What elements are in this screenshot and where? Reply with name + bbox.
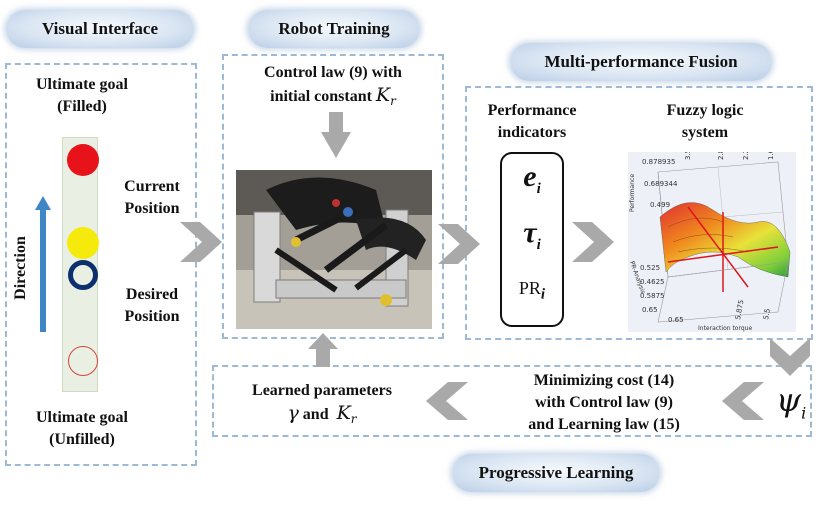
visual-interface-title-text: Visual Interface <box>42 19 158 38</box>
k-symbol: K <box>375 84 391 106</box>
chevron-right-icon-3 <box>572 222 614 262</box>
ultimate-goal-unfilled-line2: (Unfilled) <box>49 431 115 448</box>
plot-axis-bottom: Interaction torque <box>698 325 752 332</box>
fuzzy-logic-label: Fuzzy logic system <box>650 100 760 144</box>
minimizing-line1: Minimizing cost (14) <box>533 372 675 389</box>
robot-training-panel <box>222 54 444 339</box>
performance-indicators-box: ei τi PRi <box>500 152 564 327</box>
psi-subscript: i <box>801 403 807 423</box>
psi-glyph: ψ <box>776 381 802 419</box>
up-arrow-icon <box>308 333 338 367</box>
minimizing-line2: with Control law (9) <box>535 394 673 411</box>
indicator-pr: PRi <box>518 278 546 303</box>
plot-tick-b6: 5.875 <box>734 299 745 320</box>
progressive-learning-panel <box>212 365 812 437</box>
current-position-line2: Position <box>124 200 180 217</box>
indicator-tau: τi <box>523 216 541 253</box>
control-law-line1: Control law (9) with <box>264 64 402 81</box>
desired-position-marker <box>68 260 98 290</box>
desired-position-line1: Desired <box>125 286 179 303</box>
chevron-down-icon <box>770 338 810 376</box>
control-law-label: Control law (9) with initial constant Kr <box>226 62 440 112</box>
ultimate-goal-filled-line2: (Filled) <box>57 98 107 115</box>
current-position-marker <box>67 227 99 259</box>
plot-tick-b2: 0.4625 <box>640 278 665 286</box>
multi-performance-fusion-title-text: Multi-performance Fusion <box>544 52 738 71</box>
ultimate-goal-filled-line1: Ultimate goal <box>36 76 128 93</box>
current-position-label: Current Position <box>112 176 192 220</box>
ultimate-goal-unfilled-label: Ultimate goal (Unfilled) <box>18 407 146 451</box>
chevron-right-icon-1 <box>180 222 222 262</box>
k-subscript: r <box>390 94 396 109</box>
desired-position-label: Desired Position <box>112 284 192 328</box>
plot-top-tick-1: 3.5 <box>684 152 692 160</box>
learned-line1: Learned parameters <box>252 382 392 399</box>
ultimate-goal-filled-marker <box>67 144 99 176</box>
direction-label: Direction <box>12 236 29 300</box>
current-position-line1: Current <box>124 178 180 195</box>
multi-performance-fusion-title: Multi-performance Fusion <box>510 43 772 81</box>
ultimate-goal-filled-label: Ultimate goal (Filled) <box>18 74 146 118</box>
performance-indicators-label: Performance indicators <box>468 100 596 144</box>
fusion-panel <box>465 86 813 340</box>
desired-position-line2: Position <box>124 308 180 325</box>
indicator-e: ei <box>523 160 541 197</box>
fuzzy-surface-graphic: 0.878935 0.689344 0.499 3.5 2.875 2.25 1… <box>628 152 791 332</box>
chevron-right-icon-2 <box>438 224 480 264</box>
direction-arrow-icon <box>35 196 51 332</box>
performance-indicators-line1: Performance <box>487 102 577 119</box>
performance-indicators-line2: indicators <box>497 124 567 141</box>
k-symbol-learned: K <box>336 402 351 424</box>
control-law-line2: initial constant Kr <box>226 84 440 112</box>
plot-tick-b4: 0.65 <box>642 306 658 314</box>
plot-top-tick-4: 1.625 <box>767 152 775 160</box>
fuzzy-surface-plot: 0.878935 0.689344 0.499 3.5 2.875 2.25 1… <box>628 152 796 332</box>
learned-parameters-label: Learned parameters γ and Kr <box>222 380 422 430</box>
fuzzy-logic-line2: system <box>681 124 729 141</box>
psi-symbol: ψi <box>776 382 816 431</box>
k-subscript-learned: r <box>350 412 357 427</box>
plot-tick-b1: 0.525 <box>640 264 660 272</box>
ultimate-goal-unfilled-line1: Ultimate goal <box>36 409 128 426</box>
progressive-learning-title: Progressive Learning <box>452 454 660 492</box>
visual-interface-panel <box>5 63 197 466</box>
plot-top-tick-3: 2.25 <box>742 152 750 160</box>
robot-training-title-text: Robot Training <box>278 19 390 38</box>
plot-tick-b7: 5.5 <box>762 308 772 320</box>
chevron-left-icon-1 <box>722 382 764 420</box>
ultimate-goal-unfilled-marker <box>68 346 98 376</box>
plot-axis-left: Performance <box>629 174 636 212</box>
initial-constant-text: initial constant <box>270 88 372 105</box>
robot-photo <box>236 170 432 329</box>
down-arrow-icon <box>321 112 351 158</box>
plot-tick-b5: 0.65 <box>668 316 684 324</box>
learned-line2: γ and Kr <box>222 402 422 430</box>
plot-z-tick-3: 0.499 <box>650 201 670 209</box>
fuzzy-logic-line1: Fuzzy logic <box>666 102 744 119</box>
plot-z-tick-2: 0.689344 <box>644 180 678 188</box>
chevron-left-icon-2 <box>426 382 468 420</box>
plot-z-tick-1: 0.878935 <box>642 158 675 166</box>
and-word: and <box>302 406 329 423</box>
plot-tick-b3: 0.5875 <box>640 292 665 300</box>
plot-top-tick-2: 2.875 <box>717 152 725 160</box>
minimizing-cost-label: Minimizing cost (14) with Control law (9… <box>494 370 714 436</box>
robot-training-title: Robot Training <box>248 10 420 48</box>
robot-rig-illustration <box>236 170 432 329</box>
minimizing-line3: and Learning law (15) <box>528 416 680 433</box>
visual-interface-title: Visual Interface <box>6 10 194 48</box>
progressive-learning-title-text: Progressive Learning <box>478 463 634 482</box>
gamma-symbol: γ <box>287 402 299 424</box>
